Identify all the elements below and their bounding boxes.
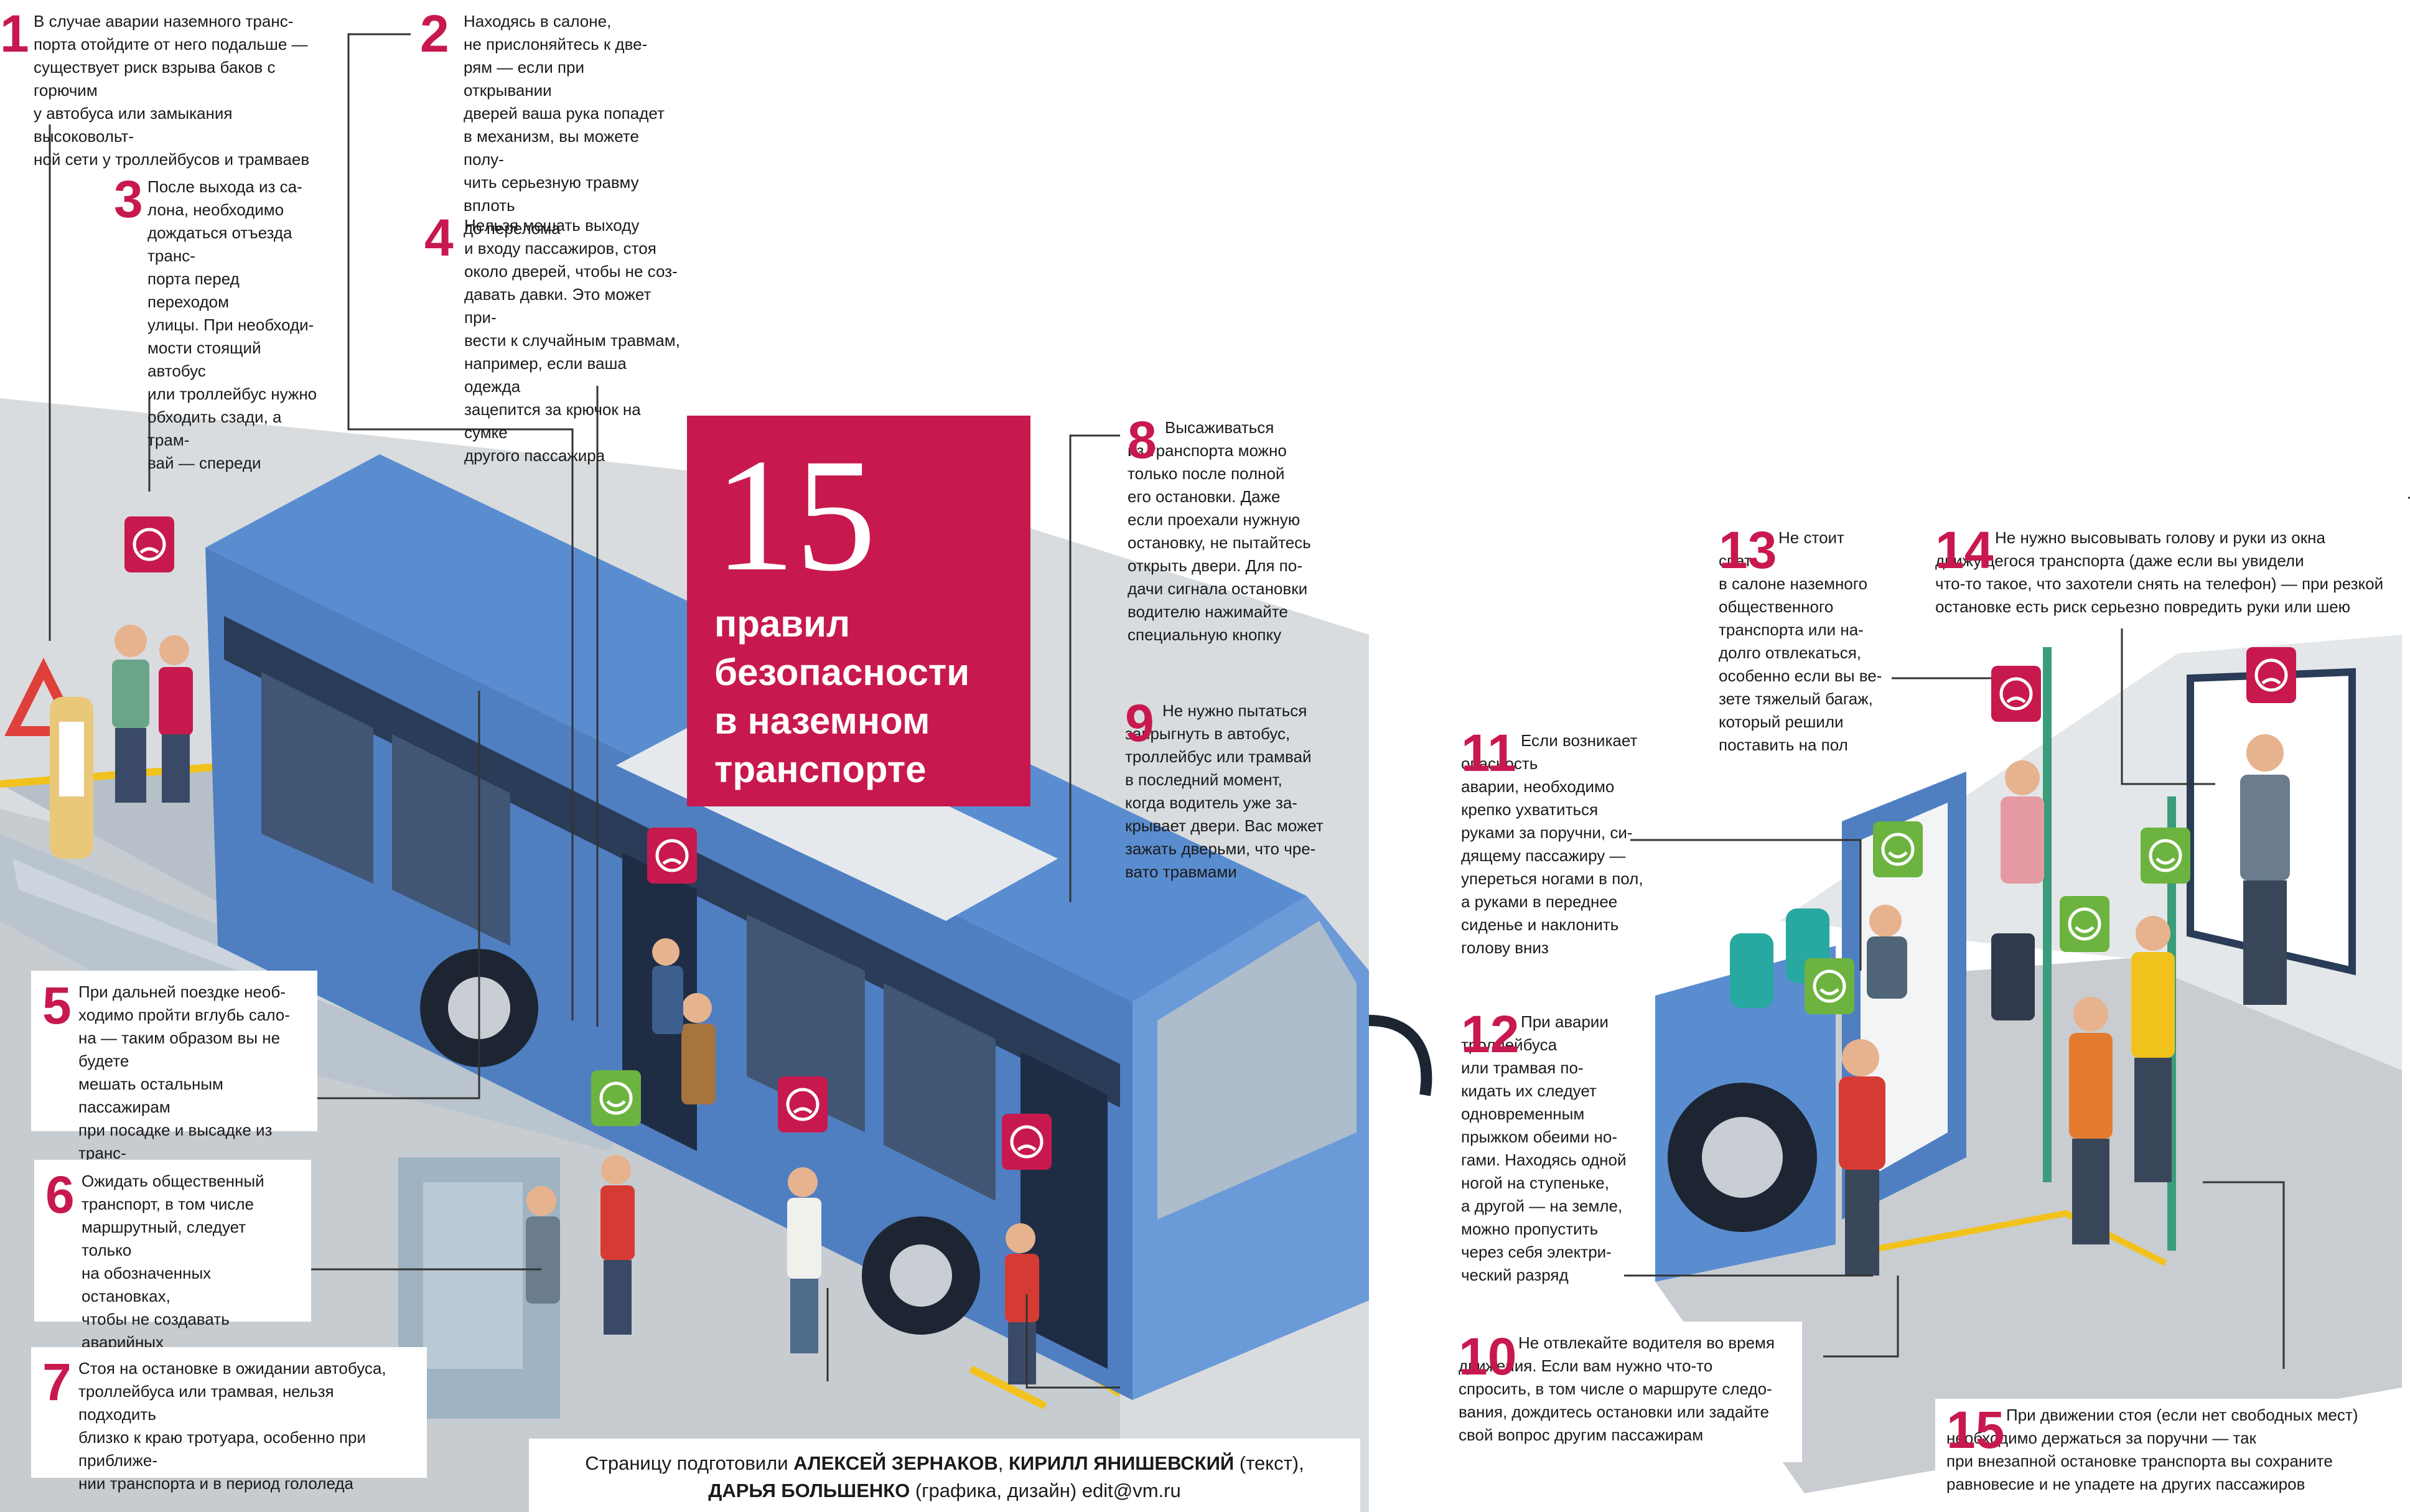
rule-text: Не нужно пытаться запрыгнуть в автобус, … [1125,701,1324,881]
happy-face-sign [1873,821,1923,877]
rule-number: 10 [1459,1327,1517,1386]
rule-text: При движении стоя (если нет свободных ме… [1946,1406,2358,1493]
credits-line-2: ДАРЬЯ БОЛЬШЕНКО (графика, дизайн) edit@v… [529,1477,1360,1505]
credits-author: ДАРЬЯ БОЛЬШЕНКО [708,1480,910,1501]
credits-role: (текст), [1234,1452,1304,1474]
rule-number: 8 [1128,411,1157,469]
rule-number: 4 [424,208,454,267]
bus-mirror [1368,1015,1432,1096]
rule-10: 10 Не отвлекайте водителя во время движе… [1447,1322,1802,1462]
rule-text: При дальней поездке необ- ходимо пройти … [78,982,290,1185]
bus-window [747,915,865,1132]
rule-number: 2 [420,4,449,63]
interior-seat [1730,933,1773,1008]
rule-text: В случае аварии наземного транс- порта о… [34,12,310,169]
rule-11: 11 Если возникает опасность аварии, необ… [1461,727,1660,959]
rule-8: 8 Высаживаться из транспорта можно тольк… [1128,414,1352,646]
rule-number: 14 [1935,521,1994,579]
rule-12: 12 При аварии троллейбуса или трамвая по… [1461,1008,1660,1287]
rule-text: При аварии троллейбуса или трамвая по- к… [1461,1012,1627,1284]
rule-7: 7 Стоя на остановке в ожидании автобуса,… [31,1347,427,1493]
bus-front-glass [1157,921,1357,1220]
passengers-stop [112,625,1039,1384]
rule-2: 2 Находясь в салоне, не прислоняйтесь к … [420,7,669,240]
rule-text: Нельзя мешать выходу и входу пассажиров,… [464,216,680,465]
rule-text: После выхода из са- лона, необходимо дож… [147,177,317,472]
bus-window [392,734,510,946]
rule-text: Стоя на остановке в ожидании автобуса, т… [78,1359,386,1493]
rule-number: 11 [1461,724,1516,782]
rule-15: 15 При движении стоя (если нет свободных… [1935,1399,2410,1512]
credits-author: КИРИЛЛ ЯНИШЕВСКИЙ [1009,1452,1235,1474]
rule-text: Высаживаться из транспорта можно только … [1128,418,1311,644]
rule-1: 1 В случае аварии наземного транс- порта… [0,7,317,171]
happy-face-sign [591,1070,641,1126]
credits-role: (графика, дизайн) edit@vm.ru [910,1480,1181,1501]
rule-5: 5 При дальней поездке необ- ходимо пройт… [31,971,317,1185]
happy-face-sign [2060,896,2109,952]
rule-14: 14 Не нужно высовывать голову и руки из … [1935,524,2408,618]
title-number: 15 [714,426,876,605]
rule-13: 13 Не стоит спать в салоне наземного общ… [1719,524,1905,757]
rule-text: Не нужно высовывать голову и руки из окн… [1935,528,2384,616]
title-box: 15 правил безопасности в наземном трансп… [687,416,1030,806]
passengers-interior [1839,734,2290,1276]
sad-face-sign [647,828,697,884]
rule-text: Не стоит спать в салоне наземного общест… [1719,528,1882,754]
credits-separator: , [997,1452,1009,1474]
rule-text: Не отвлекайте водителя во время движения… [1459,1333,1775,1444]
rule-text: Ожидать общественный транспорт, в том чи… [82,1172,264,1374]
rule-number: 9 [1125,694,1154,752]
sad-face-sign [1991,666,2041,722]
credits-author: АЛЕКСЕЙ ЗЕРНАКОВ [793,1452,998,1474]
leader-lines [49,33,2410,1389]
rule-4: 4 Нельзя мешать выходу и входу пассажиро… [424,212,686,467]
sad-face-sign [124,516,174,572]
rule-3: 3 После выхода из са- лона, необходимо д… [114,173,319,475]
sad-face-sign [2246,647,2296,703]
rule-6: 6 Ожидать общественный транспорт, в том … [34,1160,311,1374]
rule-number: 12 [1461,1005,1520,1063]
bus-window [884,983,996,1201]
happy-face-sign [1805,958,1854,1014]
sad-face-sign [778,1076,828,1132]
bus-window [261,672,373,884]
rule-9: 9 Не нужно пытаться запрыгнуть в автобус… [1125,697,1374,884]
rule-text: Находясь в салоне, не прислоняйтесь к дв… [464,12,665,238]
title-text: правил безопасности в наземном транспорт… [714,603,970,790]
rule-number: 7 [42,1353,72,1411]
credits-prefix: Страницу подготовили [585,1452,794,1474]
happy-face-sign [2141,828,2190,884]
rule-text: Если возникает опасность аварии, необход… [1461,731,1643,957]
rule-number: 6 [45,1165,75,1224]
rule-number: 15 [1946,1401,2005,1459]
rule-number: 13 [1719,521,1777,579]
credits: Страницу подготовили АЛЕКСЕЙ ЗЕРНАКОВ, К… [529,1439,1360,1512]
sad-face-sign [1002,1114,1052,1170]
credits-line-1: Страницу подготовили АЛЕКСЕЙ ЗЕРНАКОВ, К… [529,1450,1360,1477]
rule-number: 3 [114,170,143,228]
rule-number: 5 [42,976,72,1035]
rule-number: 1 [0,4,29,63]
